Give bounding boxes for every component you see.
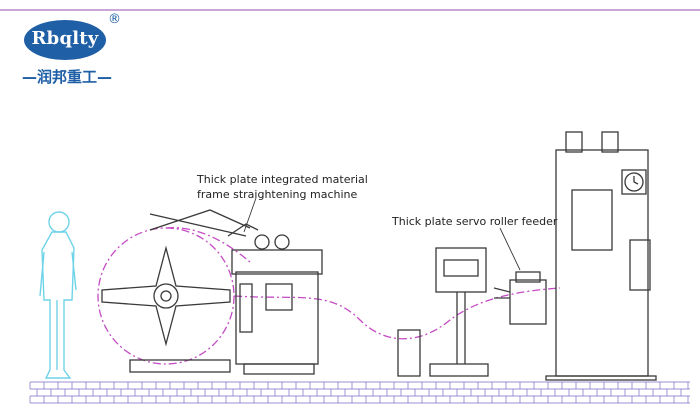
servo-feeder-label: Thick plate servo roller feeder xyxy=(392,215,558,228)
registered-mark: ® xyxy=(108,12,121,27)
support-stand xyxy=(397,329,421,377)
control-station xyxy=(429,247,489,377)
brand-logo-text: Rbqlty xyxy=(31,28,99,49)
material-path xyxy=(97,227,561,365)
straightening-label-line1: Thick plate integrated material xyxy=(197,173,368,186)
straightening-label-line2: frame straightening machine xyxy=(197,188,358,201)
top-border xyxy=(0,0,700,11)
label-leader-lines xyxy=(243,197,521,271)
straightening-machine-label: Thick plate integrated material frame st… xyxy=(197,172,368,202)
decoiler-reel-icon xyxy=(101,209,251,373)
straightening-machine xyxy=(227,223,323,375)
servo-roller-feeder xyxy=(493,271,547,325)
clock-gauge-icon xyxy=(621,169,647,195)
person-silhouette-icon xyxy=(39,211,77,379)
brand-chinese-name: —润邦重工— xyxy=(21,68,112,86)
floor-grid xyxy=(29,381,690,404)
brand-logo-oval xyxy=(24,20,106,60)
press-machine xyxy=(545,131,657,381)
